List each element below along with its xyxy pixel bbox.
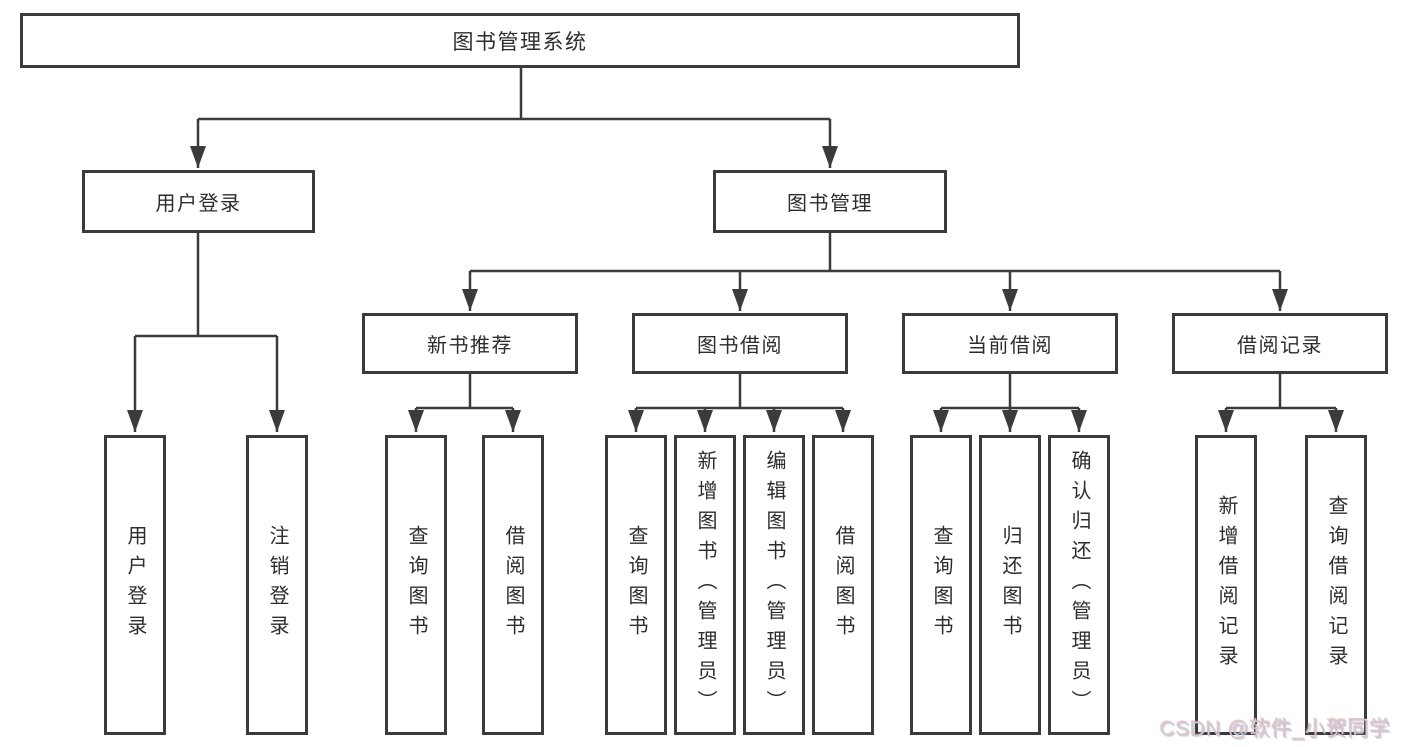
leaf-query-books-2-label: 查询图书 xyxy=(625,525,647,645)
leaf-logout: 注销登录 xyxy=(246,435,308,735)
leaf-confirm-return-admin: 确认归还（管理员） xyxy=(1048,435,1110,735)
leaf-return-books-label: 归还图书 xyxy=(999,525,1021,645)
node-borrowing-records-label: 借阅记录 xyxy=(1237,335,1323,357)
node-book-management-label: 图书管理 xyxy=(787,193,873,215)
leaf-query-books-1-label: 查询图书 xyxy=(405,525,427,645)
leaf-edit-book-admin-label: 编辑图书（管理员） xyxy=(763,450,785,720)
node-book-management-system: 图书管理系统 xyxy=(20,13,1020,68)
leaf-logout-label: 注销登录 xyxy=(266,525,288,645)
node-user-login: 用户登录 xyxy=(82,170,315,233)
node-new-book-recommend: 新书推荐 xyxy=(362,313,578,374)
leaf-borrow-books-1: 借阅图书 xyxy=(482,435,544,735)
leaf-borrow-books-2: 借阅图书 xyxy=(812,435,874,735)
leaf-borrow-books-1-label: 借阅图书 xyxy=(502,525,524,645)
leaf-borrow-books-2-label: 借阅图书 xyxy=(832,525,854,645)
leaf-add-book-admin-label: 新增图书（管理员） xyxy=(694,450,716,720)
node-book-borrowing-label: 图书借阅 xyxy=(697,335,783,357)
node-book-management: 图书管理 xyxy=(713,170,947,233)
watermark: CSDN @软件_小贺同学 xyxy=(1160,718,1391,741)
leaf-query-books-2: 查询图书 xyxy=(605,435,667,735)
node-current-borrowing-label: 当前借阅 xyxy=(967,335,1053,357)
leaf-edit-book-admin: 编辑图书（管理员） xyxy=(743,435,805,735)
leaf-return-books: 归还图书 xyxy=(979,435,1041,735)
node-book-management-system-label: 图书管理系统 xyxy=(452,30,588,54)
leaf-query-books-1: 查询图书 xyxy=(385,435,447,735)
leaf-query-borrow-record-label: 查询借阅记录 xyxy=(1325,495,1347,675)
leaf-query-books-3-label: 查询图书 xyxy=(930,525,952,645)
leaf-add-borrow-record-label: 新增借阅记录 xyxy=(1215,495,1237,675)
leaf-add-borrow-record: 新增借阅记录 xyxy=(1195,435,1257,735)
leaf-query-borrow-record: 查询借阅记录 xyxy=(1305,435,1367,735)
node-book-borrowing: 图书借阅 xyxy=(632,313,848,374)
leaf-confirm-return-admin-label: 确认归还（管理员） xyxy=(1068,450,1090,720)
leaf-user-login: 用户登录 xyxy=(104,435,166,735)
leaf-user-login-label: 用户登录 xyxy=(124,525,146,645)
leaf-query-books-3: 查询图书 xyxy=(910,435,972,735)
node-user-login-label: 用户登录 xyxy=(155,193,242,215)
node-borrowing-records: 借阅记录 xyxy=(1172,313,1388,374)
leaf-add-book-admin: 新增图书（管理员） xyxy=(674,435,736,735)
node-current-borrowing: 当前借阅 xyxy=(902,313,1118,374)
node-new-book-recommend-label: 新书推荐 xyxy=(427,335,513,357)
